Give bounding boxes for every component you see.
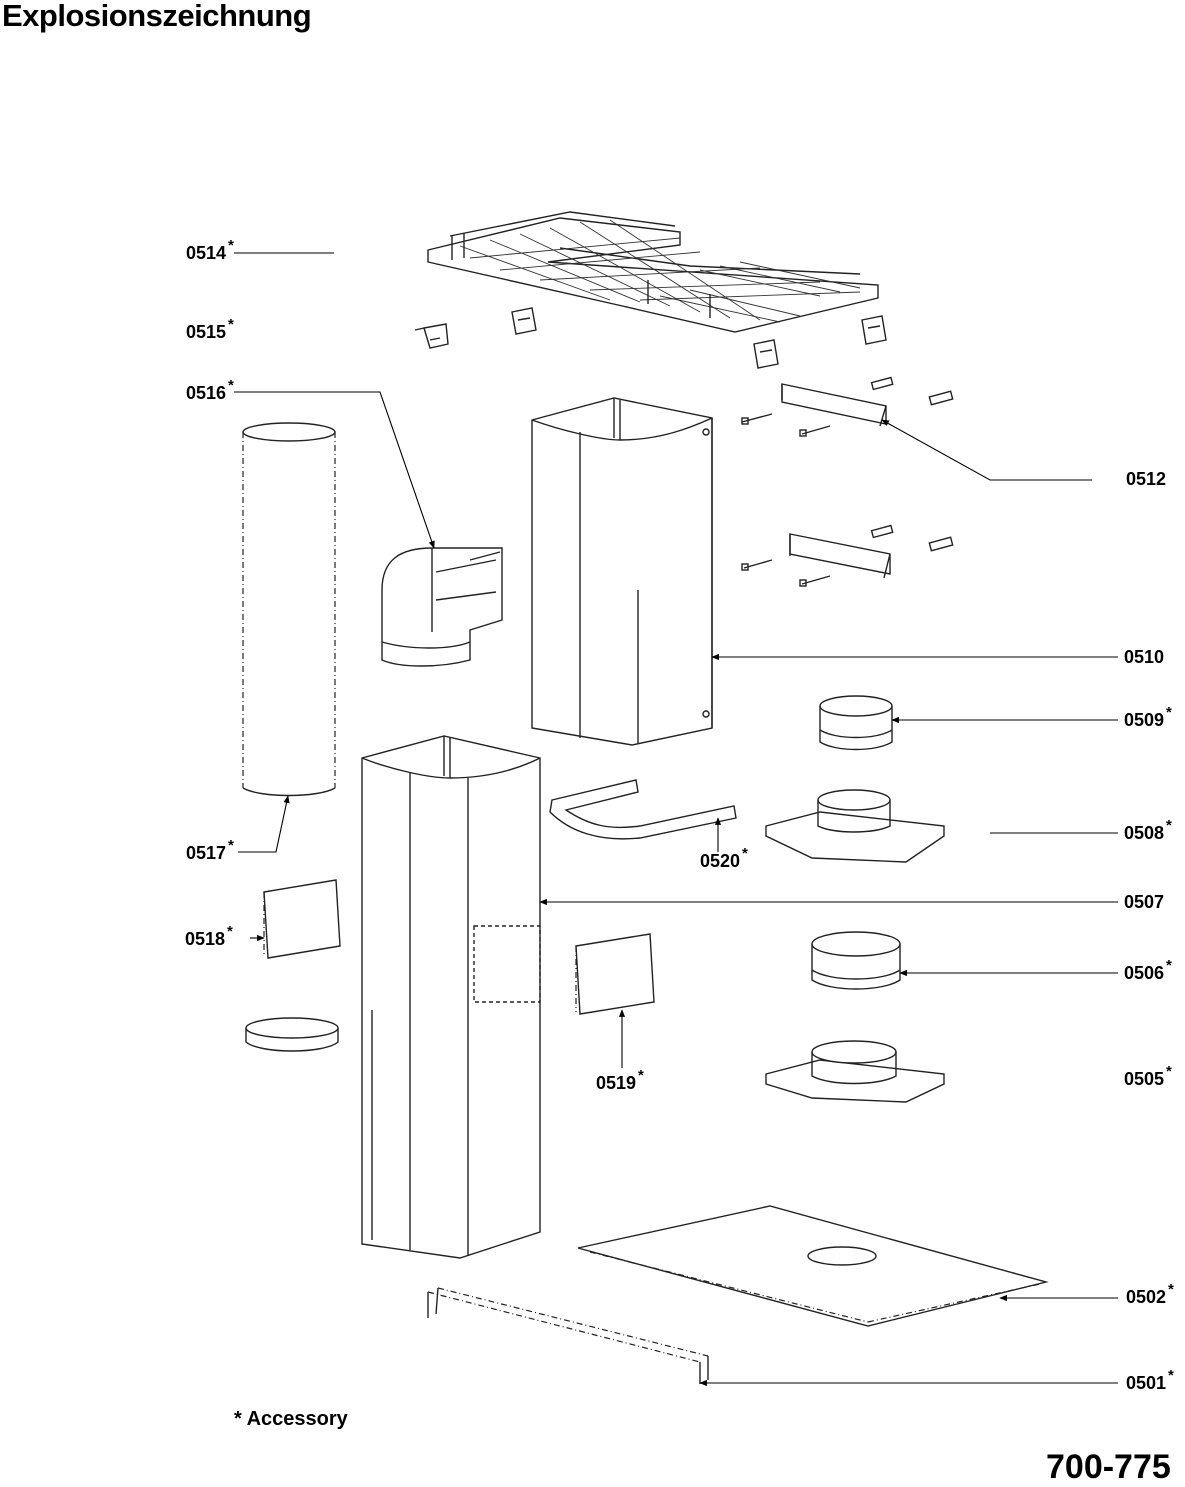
label-0502: 0502*	[1126, 1281, 1174, 1307]
label-0519: 0519*	[596, 1067, 644, 1093]
part-0514-filter-grid	[427, 211, 879, 333]
label-0510: 0510	[1124, 647, 1165, 667]
part-0506-ring	[811, 931, 901, 990]
label-0520: 0520*	[700, 845, 748, 871]
part-0517-pipe	[242, 422, 336, 797]
part-0505-frame	[765, 1040, 945, 1103]
label-0508: 0508*	[1124, 817, 1172, 843]
label-0512: 0512	[1126, 469, 1167, 489]
part-0508-frame	[765, 789, 945, 863]
label-0506: 0506*	[1124, 957, 1172, 983]
accessory-note: * Accessory	[234, 1408, 348, 1430]
leader-lines	[234, 252, 1118, 1387]
part-ring	[245, 1017, 339, 1052]
label-0516: 0516*	[186, 377, 234, 403]
label-0509: 0509*	[1124, 704, 1172, 730]
part-0501-bar	[427, 1287, 709, 1384]
part-0510-upper-chimney	[531, 397, 713, 746]
label-0518: 0518*	[185, 923, 233, 949]
document-number: 700-775	[1046, 1448, 1171, 1486]
label-0505: 0505*	[1124, 1063, 1172, 1089]
part-0520-curved-bracket	[549, 779, 737, 840]
page-title: Explosionszeichnung	[2, 0, 312, 33]
part-0509-ring	[819, 695, 893, 751]
part-0507-lower-chimney	[361, 735, 541, 1259]
label-0501: 0501*	[1126, 1367, 1174, 1393]
label-0517: 0517*	[186, 837, 234, 863]
label-0507: 0507	[1124, 892, 1165, 912]
part-0516-elbow	[381, 547, 503, 667]
label-0515: 0515*	[186, 316, 234, 342]
part-0515-clips	[414, 307, 887, 369]
label-0514: 0514*	[186, 237, 234, 263]
part-0512-wall-brackets	[741, 376, 954, 587]
part-0519-plate	[575, 933, 655, 1015]
part-0502-ceiling-plate	[577, 1205, 1049, 1327]
part-0518-plate	[263, 879, 341, 959]
